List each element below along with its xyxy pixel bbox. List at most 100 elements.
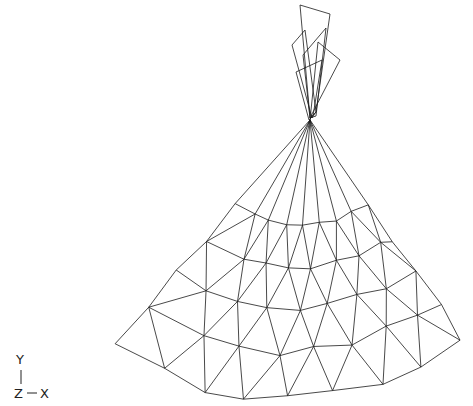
mesh-edge [206, 259, 244, 291]
mesh-edge [310, 120, 368, 205]
mesh-edge [386, 315, 417, 326]
mesh-edge [149, 291, 206, 307]
mesh-edge [287, 120, 310, 225]
mesh-edge [288, 391, 333, 396]
mesh-edge [416, 271, 442, 305]
mesh-edge [300, 310, 313, 346]
x-axis-line [27, 393, 37, 394]
mesh-edge [310, 269, 327, 304]
mesh-edge [239, 346, 244, 399]
mesh-edge [238, 259, 244, 301]
mesh-edge [266, 220, 268, 263]
mesh-edge [149, 307, 165, 368]
mesh-edge [238, 263, 267, 301]
mesh-edge [176, 241, 206, 270]
mesh-lines [115, 5, 460, 399]
mesh-edge [280, 346, 314, 355]
mesh-edge [381, 242, 416, 271]
mesh-edge [381, 241, 393, 243]
mesh-edge [255, 214, 268, 220]
mesh-edge [357, 289, 386, 295]
axis-label: X [40, 387, 49, 400]
mesh-edge [442, 305, 461, 341]
mesh-edge [359, 242, 381, 255]
mesh-edge [368, 205, 392, 242]
mesh-fold [292, 30, 316, 118]
mesh-edge [302, 120, 310, 225]
mesh-edge [357, 294, 386, 326]
mesh-edge [288, 225, 302, 268]
mesh-edge [206, 241, 208, 290]
mesh-edge [266, 263, 288, 268]
mesh-edge [383, 326, 386, 384]
mesh-edge [115, 307, 149, 344]
mesh-edge [206, 291, 237, 302]
mesh-edge [266, 263, 268, 308]
axis-label: Y [16, 353, 24, 366]
mesh-edge [268, 220, 286, 225]
mesh-edge [381, 242, 387, 288]
mesh-edge [238, 301, 239, 346]
mesh-edge [244, 214, 255, 259]
mesh-edge [359, 256, 386, 289]
mesh-edge [235, 120, 310, 204]
mesh-edge [280, 310, 300, 355]
mesh-edge [310, 260, 336, 269]
mesh-edge [287, 224, 303, 225]
mesh-edge [386, 289, 417, 315]
mesh-edge [310, 120, 351, 211]
mesh-edge [267, 268, 289, 308]
mesh-edge [333, 384, 383, 390]
mesh-edge [204, 336, 205, 393]
mesh-edge [149, 270, 176, 307]
mesh-edge [416, 271, 418, 315]
mesh-edge [421, 340, 460, 367]
mesh-edge [352, 345, 383, 384]
mesh-edge [392, 242, 416, 271]
mesh-edge [418, 305, 442, 316]
mesh-edge [314, 346, 333, 390]
y-axis-line [21, 370, 22, 384]
mesh-edge [165, 336, 204, 369]
mesh-edge [336, 260, 356, 294]
mesh-edge [319, 221, 336, 222]
mesh-edge [386, 326, 421, 367]
mesh-edge [176, 270, 206, 291]
mesh-edge [204, 291, 206, 336]
mesh-edge [333, 345, 352, 391]
mesh-edge [310, 120, 319, 222]
mesh-edge [336, 211, 351, 221]
mesh-edge [244, 220, 268, 259]
mesh-edge [238, 301, 267, 307]
mesh-edge [280, 356, 288, 396]
mesh-edge [310, 222, 319, 269]
mesh-edge [288, 346, 314, 395]
mesh-edge [239, 308, 267, 346]
mesh-edge [300, 303, 327, 310]
mesh-edge [386, 271, 416, 289]
mesh-edge [243, 396, 287, 399]
mesh-edge [418, 315, 421, 367]
mesh-edge [244, 259, 266, 263]
mesh-edge [266, 225, 287, 263]
mesh-edge [207, 204, 236, 242]
mesh-edge [327, 294, 357, 303]
mesh-edge [204, 301, 238, 335]
mesh-edge [300, 269, 310, 311]
mesh-edge [319, 222, 336, 260]
mesh-edge [352, 326, 386, 345]
mesh-edge [351, 205, 368, 211]
mesh-edge [165, 368, 206, 392]
mesh-edge [327, 303, 352, 345]
mesh-edge [207, 241, 244, 259]
mesh-edge [357, 256, 359, 295]
mesh-edge [327, 260, 336, 303]
mesh-edge [207, 214, 256, 241]
mesh-fold [303, 28, 326, 118]
mesh-edge [115, 344, 165, 369]
mesh-edge [243, 356, 280, 400]
mesh-edge [288, 268, 300, 311]
mesh-edge [204, 336, 239, 346]
